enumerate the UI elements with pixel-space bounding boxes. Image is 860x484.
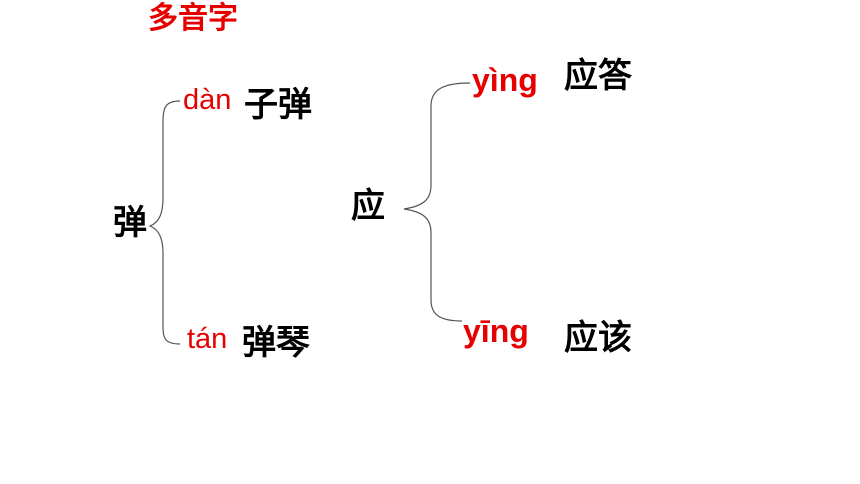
word-tanqin: 弹琴: [242, 323, 310, 363]
word-zidan: 子弹: [244, 85, 312, 125]
pinyin-tan: tán: [187, 323, 228, 355]
main-char-ying: 应: [351, 186, 385, 226]
word-yinggai: 应该: [564, 318, 632, 358]
pinyin-dan: dàn: [183, 84, 232, 116]
page-title: 多音字: [148, 1, 238, 36]
pinyin-ying1: yīng: [463, 313, 529, 349]
main-char-dan: 弹: [113, 203, 147, 243]
word-yingda: 应答: [564, 56, 632, 96]
pinyin-ying4: yìng: [472, 62, 538, 98]
